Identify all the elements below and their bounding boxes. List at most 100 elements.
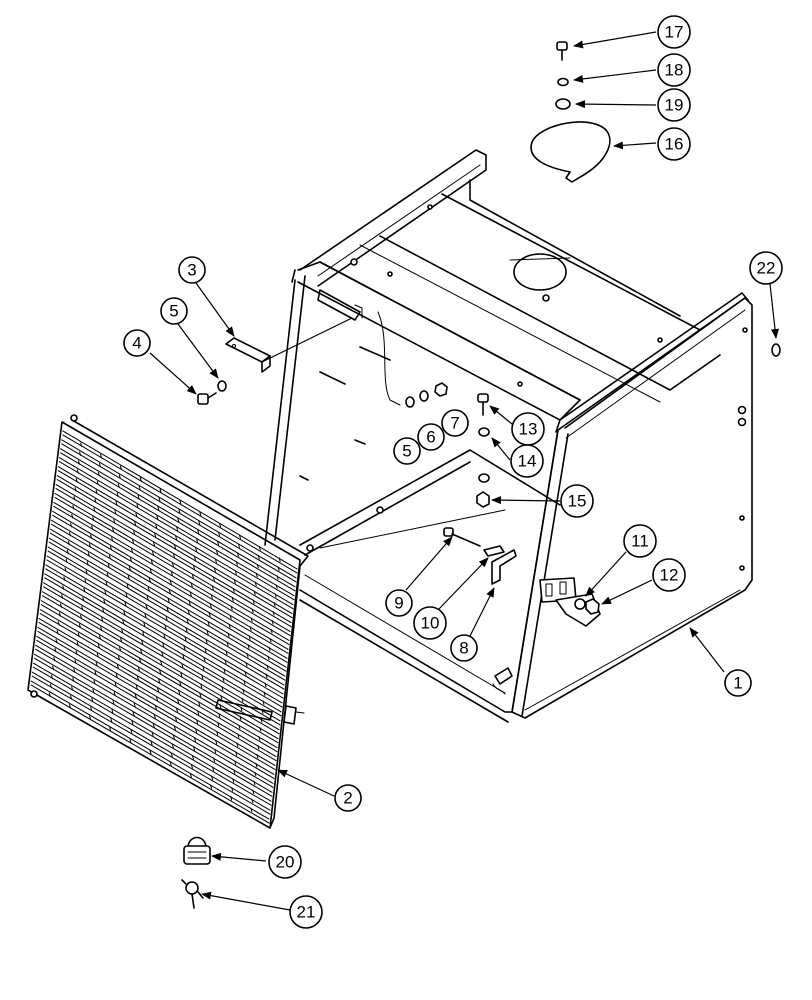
grille-slot bbox=[198, 520, 201, 525]
grille-slot bbox=[143, 622, 146, 627]
grille-slot bbox=[64, 567, 67, 572]
grille-slot bbox=[91, 525, 94, 530]
grille-slot bbox=[130, 729, 133, 735]
grille-slot bbox=[231, 787, 234, 792]
grille-slot bbox=[162, 642, 165, 648]
grille-slot bbox=[152, 550, 155, 556]
grille-slot bbox=[238, 724, 241, 730]
front-grille bbox=[27, 414, 309, 829]
grille-slot bbox=[155, 524, 158, 529]
grille-slot bbox=[53, 656, 56, 662]
grille-slot bbox=[51, 674, 54, 680]
leader-lines bbox=[149, 31, 779, 911]
callout-label: 18 bbox=[665, 61, 684, 80]
grille-slot bbox=[176, 707, 179, 713]
callout-label: 5 bbox=[402, 442, 411, 461]
grille-slot bbox=[116, 492, 119, 497]
grille-slat bbox=[60, 448, 296, 588]
callout-6: 6 bbox=[417, 423, 445, 451]
grille-slot bbox=[139, 476, 142, 482]
grille-slot bbox=[114, 510, 117, 515]
grille-slot bbox=[83, 587, 86, 593]
grille-slot bbox=[195, 547, 198, 552]
grille-slot bbox=[206, 630, 209, 635]
grille-slot bbox=[170, 752, 173, 758]
grille-slot bbox=[255, 572, 258, 578]
grille-slot bbox=[113, 519, 116, 524]
grille-slot bbox=[154, 533, 157, 538]
grille-slot bbox=[190, 764, 193, 769]
grille-slot bbox=[277, 566, 280, 571]
grille-slot bbox=[92, 516, 95, 521]
grille-slot bbox=[80, 442, 83, 447]
grille-slot bbox=[153, 714, 156, 719]
grille-slot bbox=[179, 681, 182, 686]
grille-slot bbox=[262, 700, 265, 705]
grille-slat bbox=[30, 680, 270, 820]
grille-slot bbox=[239, 715, 242, 721]
grille-slot bbox=[105, 581, 108, 587]
grille-slot bbox=[104, 590, 107, 595]
grille-slot bbox=[66, 549, 69, 555]
grille-slot bbox=[159, 488, 162, 493]
grille-slot bbox=[55, 638, 58, 644]
callout-9: 9 bbox=[385, 589, 413, 617]
grille-slot bbox=[165, 616, 168, 621]
grille-slot bbox=[190, 582, 193, 588]
grille-slat bbox=[58, 457, 295, 597]
grille-slot bbox=[157, 506, 160, 511]
grille-slot bbox=[77, 460, 80, 465]
grille-slot bbox=[197, 529, 200, 534]
callout-22: 22 bbox=[749, 251, 783, 285]
grille-slot bbox=[112, 700, 115, 705]
grille-slot bbox=[107, 563, 110, 569]
bolt-part-13 bbox=[477, 393, 489, 416]
grille-slot bbox=[215, 549, 218, 555]
bracket-part-3 bbox=[225, 337, 271, 373]
grille-slot bbox=[100, 626, 103, 631]
washer-part-14b bbox=[478, 473, 490, 483]
callout-label: 15 bbox=[568, 492, 587, 511]
grille-slat bbox=[46, 555, 284, 695]
grille-slot bbox=[114, 682, 117, 687]
grille-slat bbox=[57, 466, 294, 606]
grille-slot bbox=[73, 668, 76, 673]
callout-15: 15 bbox=[560, 484, 594, 518]
grille-slot bbox=[93, 679, 96, 685]
grille-slot bbox=[141, 640, 144, 645]
grille-slot bbox=[57, 621, 60, 626]
grille-slot bbox=[171, 743, 174, 749]
grille-slot bbox=[127, 575, 130, 580]
grille-slot bbox=[175, 535, 178, 541]
grille-slot bbox=[148, 577, 151, 583]
grille-slot bbox=[169, 761, 172, 767]
grille-slat bbox=[48, 537, 286, 677]
grille-slot bbox=[98, 462, 101, 468]
grille-slot bbox=[131, 720, 134, 726]
grille-slot bbox=[197, 710, 200, 716]
grille-slot bbox=[86, 561, 89, 566]
grille-slot bbox=[194, 556, 196, 561]
cover-plate-part-16 bbox=[530, 121, 611, 183]
grille-slot bbox=[136, 676, 139, 681]
grille-slot bbox=[268, 646, 271, 652]
grille-slot bbox=[158, 678, 161, 684]
grille-slot bbox=[196, 538, 199, 543]
grille-slot bbox=[210, 594, 213, 599]
grille-slot bbox=[220, 695, 223, 700]
callout-label: 2 bbox=[343, 789, 352, 808]
grille-slot bbox=[90, 534, 93, 539]
grille-slot bbox=[223, 668, 226, 673]
grille-slot bbox=[248, 635, 251, 640]
grille-slot bbox=[251, 608, 254, 613]
grille-slot bbox=[94, 670, 97, 676]
callout-label: 13 bbox=[519, 420, 538, 439]
grille-slot bbox=[103, 599, 106, 604]
grille-slot bbox=[115, 673, 118, 678]
grille-slot bbox=[269, 637, 272, 643]
grille-slot bbox=[241, 697, 244, 703]
grille-slot bbox=[219, 704, 222, 709]
grille-slot bbox=[147, 586, 150, 592]
callout-label: 16 bbox=[665, 135, 684, 154]
grille-slot bbox=[253, 780, 256, 786]
